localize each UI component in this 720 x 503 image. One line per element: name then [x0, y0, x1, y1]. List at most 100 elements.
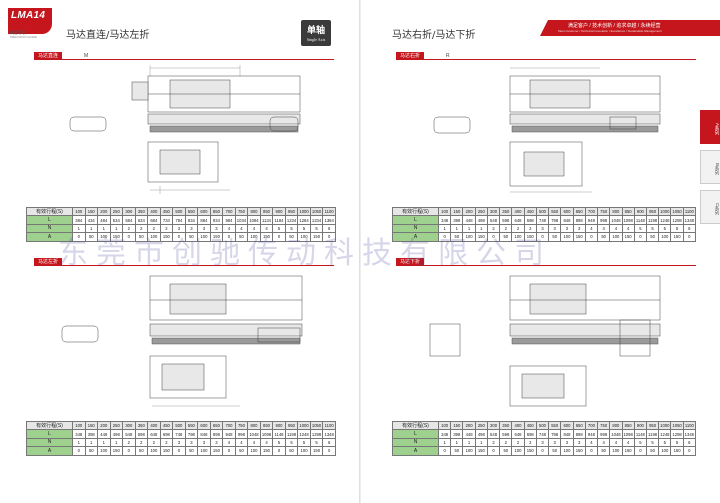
- stroke-value: 750: [597, 420, 611, 431]
- table-cell: 100: [97, 446, 111, 456]
- end-view: [433, 116, 471, 134]
- table-cell: 0: [633, 446, 647, 456]
- bottom-view: [509, 141, 583, 187]
- table-cell: 5: [645, 223, 660, 234]
- table-cell: 1248: [658, 215, 672, 225]
- row-label: N: [26, 223, 73, 234]
- table-cell: 1: [450, 223, 464, 234]
- table-cell: 998: [597, 429, 611, 439]
- table-cell: 5: [272, 223, 286, 234]
- stroke-value: 600: [560, 206, 574, 217]
- end-view: [429, 323, 461, 357]
- table-cell: 0: [486, 446, 501, 456]
- row-label: L: [392, 215, 439, 225]
- slogan-bar: 满足客户 / 技术创新 / 追求卓越 / 永续经营 Meet Customer …: [540, 20, 720, 36]
- stroke-value: 1050: [309, 206, 324, 217]
- table-cell: 2: [499, 437, 513, 448]
- table-cell: 100: [97, 232, 111, 242]
- table-cell: 398: [450, 215, 464, 225]
- table-cell: 50: [597, 232, 611, 242]
- slogan-cn: 满足客户 / 技术创新 / 追求卓越 / 永续经营: [568, 23, 661, 29]
- table-cell: 734: [159, 215, 174, 225]
- bottom-view: [149, 355, 227, 399]
- table-cell: 0: [437, 232, 452, 242]
- table-cell: 3: [172, 437, 186, 448]
- table-cell: 1: [84, 223, 99, 234]
- table-cell: 3: [560, 437, 574, 448]
- table-cell: 100: [560, 232, 574, 242]
- table-cell: 5: [272, 437, 286, 448]
- stroke-value: 200: [462, 206, 476, 217]
- table-cell: 2: [486, 223, 501, 234]
- table-cell: 1048: [609, 429, 623, 439]
- stroke-value: 550: [184, 420, 199, 431]
- stroke-value: 300: [486, 206, 501, 217]
- table-cell: 4: [222, 223, 236, 234]
- table-cell: 150: [474, 232, 488, 242]
- table-cell: 898: [209, 429, 224, 439]
- table-cell: 5: [284, 437, 299, 448]
- table-cell: 3: [548, 437, 562, 448]
- module-side-view: [509, 323, 661, 337]
- table-cell: 498: [474, 215, 488, 225]
- side-tab-b-series[interactable]: B系列: [700, 150, 720, 184]
- stroke-value: 200: [97, 206, 111, 217]
- table-cell: 0: [437, 446, 452, 456]
- stroke-value: 700: [222, 420, 236, 431]
- table-cell: 3: [209, 223, 224, 234]
- table-cell: 5: [670, 437, 684, 448]
- table-cell: 150: [109, 446, 124, 456]
- table-cell: 2: [499, 223, 513, 234]
- stroke-value: 650: [209, 420, 224, 431]
- slider-block: [169, 283, 227, 315]
- table-cell: 1298: [309, 429, 324, 439]
- table-cell: 0: [633, 232, 647, 242]
- row-label: L: [392, 429, 439, 439]
- table-cell: 1: [474, 437, 488, 448]
- table-cell: 948: [584, 429, 599, 439]
- table-cell: 150: [474, 446, 488, 456]
- stroke-value: 150: [84, 206, 99, 217]
- table-cell: 3: [560, 223, 574, 234]
- table-cell: 698: [523, 215, 537, 225]
- table-cell: 0: [72, 232, 86, 242]
- table-cell: 984: [222, 215, 236, 225]
- table-cell: 1084: [247, 215, 261, 225]
- section-motor-direct: 马达直连 M: [34, 52, 334, 60]
- side-tab-a-series[interactable]: A系列: [700, 110, 720, 144]
- table-cell: 150: [109, 232, 124, 242]
- table-cell: 448: [97, 429, 111, 439]
- table-cell: 1198: [645, 429, 660, 439]
- table-cell: 1: [109, 223, 124, 234]
- table-cell: 100: [462, 446, 476, 456]
- stroke-value: 750: [597, 206, 611, 217]
- table-cell: 0: [172, 446, 186, 456]
- table-cell: 1298: [670, 215, 684, 225]
- side-tab-c-series[interactable]: C系列: [700, 190, 720, 224]
- table-cell: 0: [322, 446, 336, 456]
- brand-name: LMA14: [11, 10, 46, 21]
- table-cell: 2: [523, 223, 537, 234]
- end-view-right: [609, 116, 637, 130]
- table-cell: 3: [572, 223, 586, 234]
- table-cell: 498: [109, 429, 124, 439]
- table-cell: 1184: [272, 215, 286, 225]
- stroke-value: 700: [584, 206, 599, 217]
- table-cell: 150: [572, 446, 586, 456]
- table-cell: 150: [259, 446, 274, 456]
- table-cell: 5: [645, 437, 660, 448]
- table-cell: 4: [247, 223, 261, 234]
- table-cell: 2: [511, 437, 525, 448]
- stroke-value: 300: [486, 420, 501, 431]
- stroke-value: 450: [159, 206, 174, 217]
- stroke-value: 550: [548, 420, 562, 431]
- stroke-value: 600: [197, 206, 211, 217]
- table-cell: 4: [222, 437, 236, 448]
- drawing-motor-down-fold: [429, 275, 661, 407]
